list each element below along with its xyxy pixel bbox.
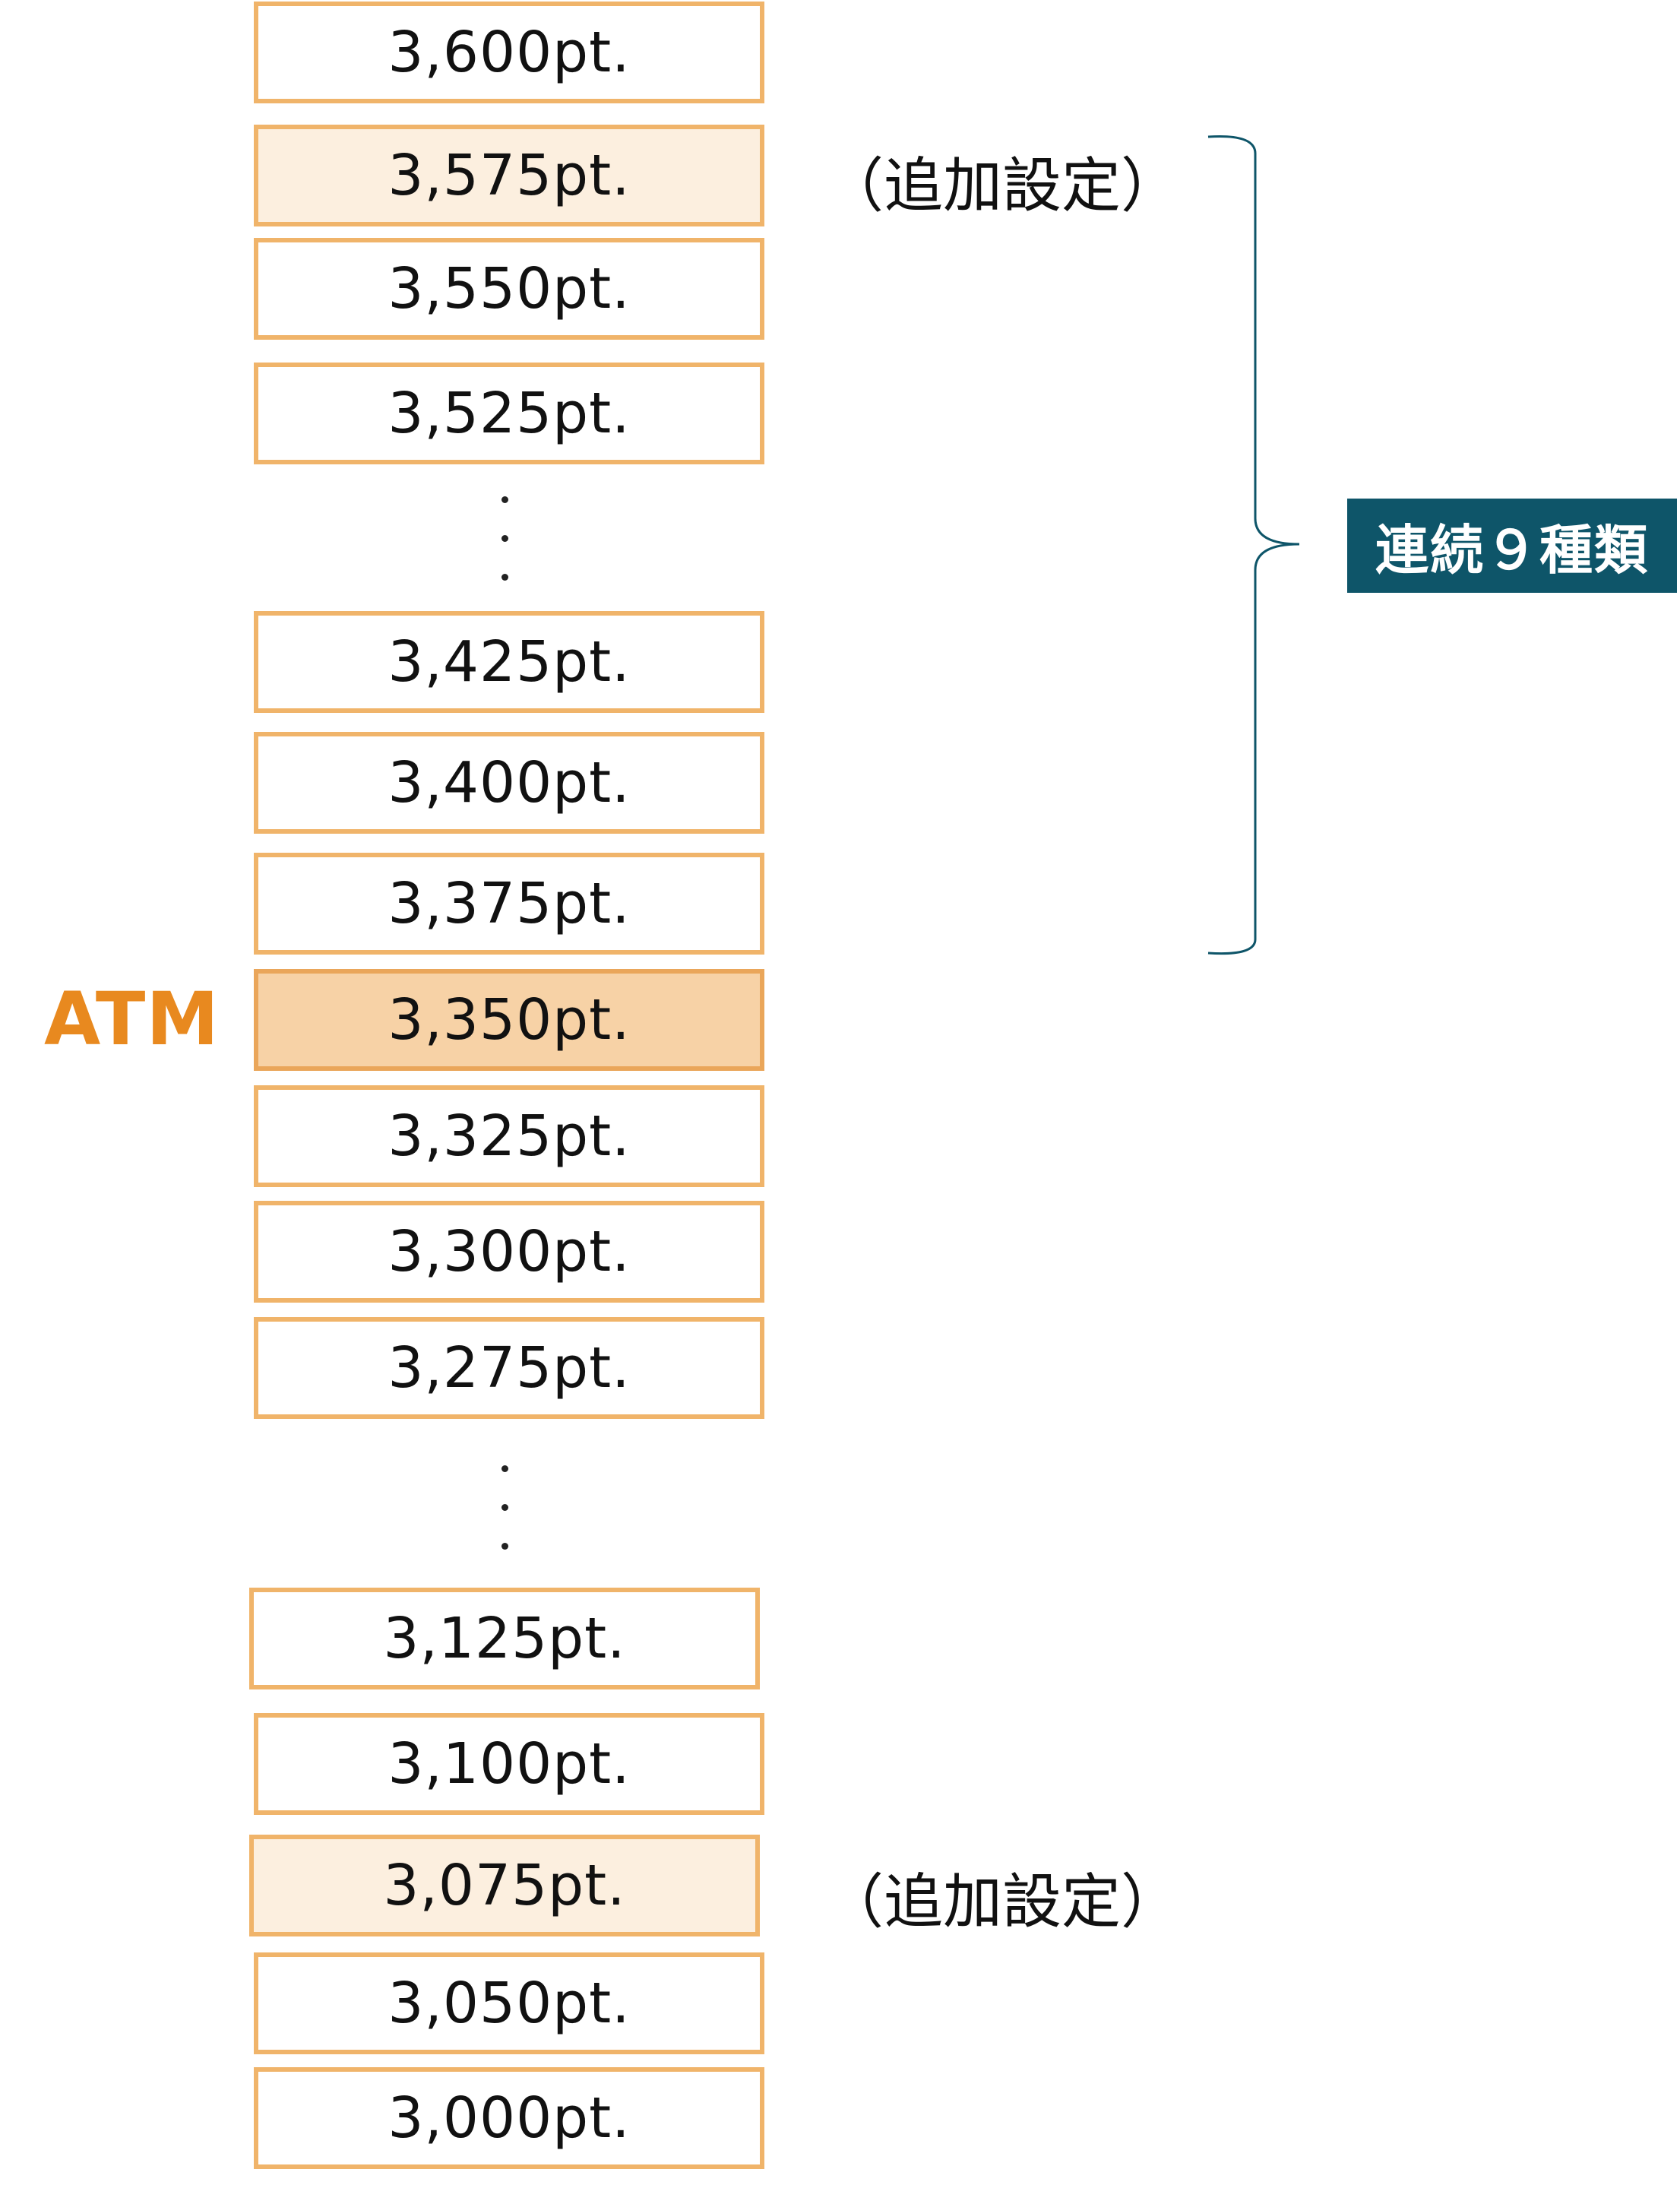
ellipsis-dot — [501, 535, 508, 542]
ellipsis-dot — [501, 1465, 508, 1472]
strike-box-3600: 3,600pt. — [254, 2, 764, 103]
strike-label: 3,325pt. — [388, 1104, 631, 1169]
strike-box-3375: 3,375pt. — [254, 853, 764, 955]
strike-label: 3,350pt. — [388, 987, 631, 1053]
strike-label: 3,300pt. — [388, 1219, 631, 1284]
strike-label: 3,275pt. — [388, 1335, 631, 1401]
strike-label: 3,600pt. — [388, 20, 631, 85]
series-count-badge: 連続９種類 — [1347, 499, 1677, 593]
ellipsis-dot — [501, 496, 508, 503]
strike-label: 3,075pt. — [383, 1853, 626, 1918]
strike-box-3575-additional: 3,575pt. — [254, 125, 764, 226]
ellipsis-dot — [501, 1543, 508, 1550]
ellipsis-dot — [501, 574, 508, 581]
strike-label: 3,425pt. — [388, 629, 631, 695]
strike-label: 3,100pt. — [388, 1731, 631, 1797]
strike-box-3550: 3,550pt. — [254, 238, 764, 340]
additional-setting-note-bottom: （追加設定） — [824, 1868, 1181, 1936]
strike-box-3350-atm: 3,350pt. — [254, 969, 764, 1071]
strike-label: 3,550pt. — [388, 256, 631, 321]
strike-box-3325: 3,325pt. — [254, 1085, 764, 1187]
strike-label: 3,125pt. — [383, 1606, 626, 1671]
strike-label: 3,050pt. — [388, 1971, 631, 2036]
strike-box-3425: 3,425pt. — [254, 611, 764, 713]
strike-label: 3,400pt. — [388, 750, 631, 815]
strike-box-3075-additional: 3,075pt. — [249, 1835, 760, 1936]
strike-box-3050: 3,050pt. — [254, 1952, 764, 2054]
strike-label: 3,375pt. — [388, 871, 631, 936]
strike-box-3525: 3,525pt. — [254, 363, 764, 464]
strike-box-3300: 3,300pt. — [254, 1201, 764, 1303]
additional-setting-note-top: （追加設定） — [824, 152, 1181, 220]
strike-box-3400: 3,400pt. — [254, 732, 764, 834]
strike-label: 3,525pt. — [388, 381, 631, 446]
strike-label: 3,575pt. — [388, 143, 631, 208]
ellipsis-dot — [501, 1504, 508, 1511]
strike-box-3275: 3,275pt. — [254, 1317, 764, 1419]
strike-box-3125: 3,125pt. — [249, 1588, 760, 1689]
curly-brace-icon — [1207, 135, 1300, 955]
atm-label: ATM — [44, 977, 220, 1062]
strike-box-3100: 3,100pt. — [254, 1713, 764, 1815]
strike-box-3000: 3,000pt. — [254, 2067, 764, 2169]
strike-label: 3,000pt. — [388, 2085, 631, 2151]
